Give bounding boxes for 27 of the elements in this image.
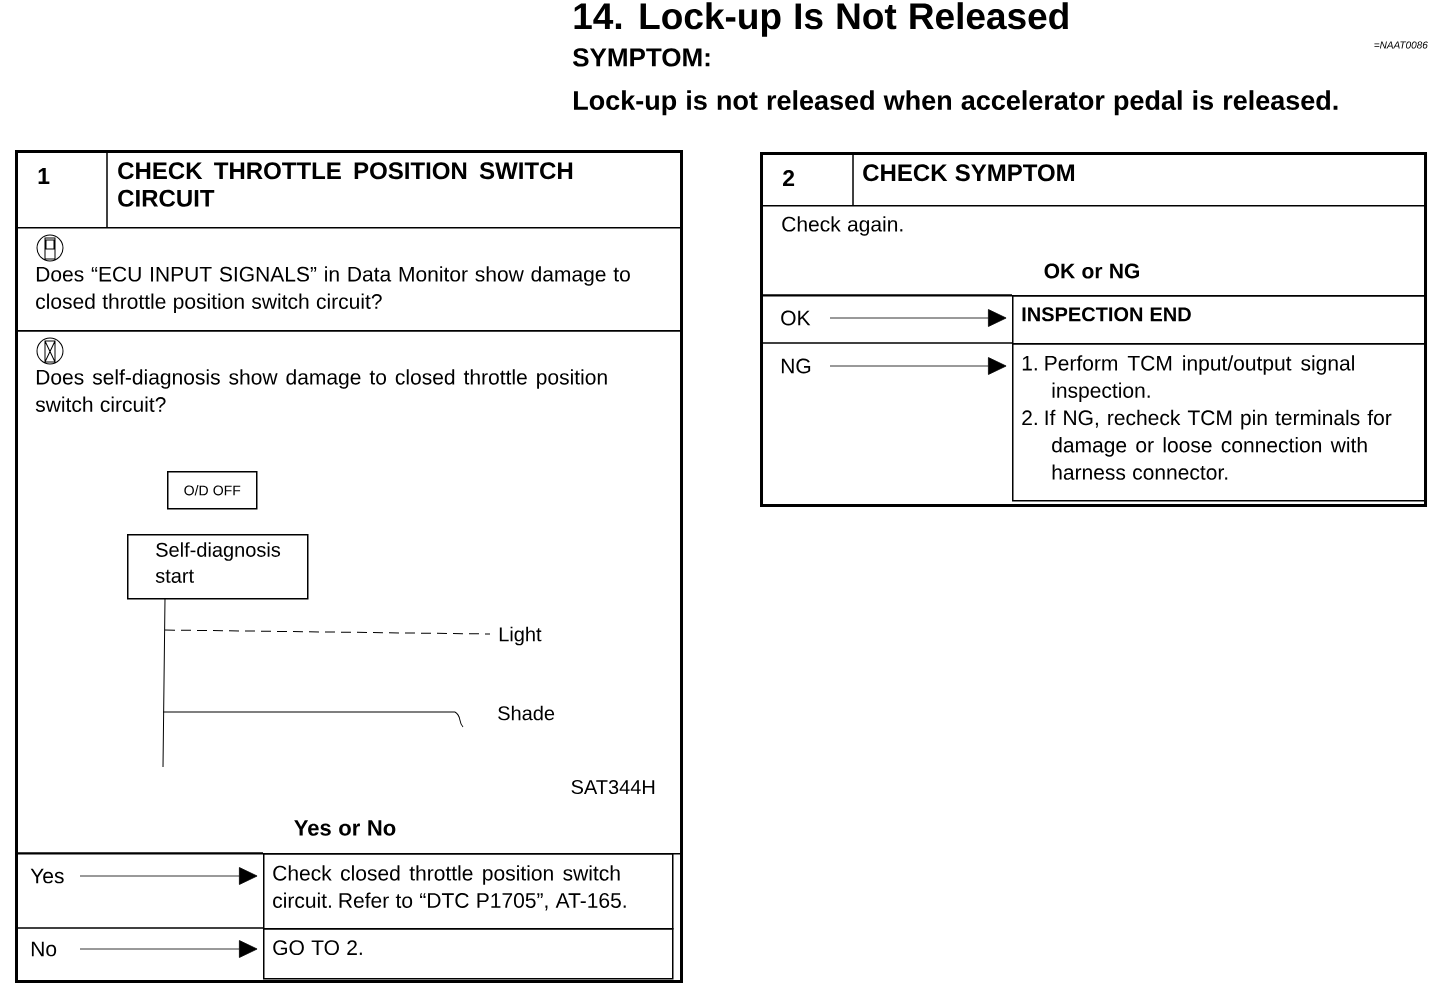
symptom-text: Lock-up is not released when accelerator pedal is released. <box>574 90 1338 116</box>
reference-code: =NAAT0086 <box>1374 41 1428 49</box>
arrow <box>79 867 258 885</box>
result-cell: GO TO 2. <box>263 928 674 980</box>
section-heading: SYMPTOM: <box>572 48 710 67</box>
answer-label: OK <box>781 310 811 326</box>
page-title: 14. Lock-up Is Not Released <box>574 2 1068 37</box>
step-number: 1 <box>38 168 50 184</box>
instruction-cell: Check again. OK or NG <box>760 205 1426 297</box>
step-heading: CHECK THROTTLE POSITION SWITCH CIRCUIT <box>118 162 573 207</box>
signal-label: Shade <box>498 705 555 721</box>
signal-label: Light <box>499 626 542 646</box>
step-number: 2 <box>783 169 795 187</box>
answer-label: No <box>31 941 57 957</box>
arrow <box>829 357 1007 375</box>
step-heading: CHECK SYMPTOM <box>863 164 1075 182</box>
answer-label: Yes <box>30 868 64 884</box>
indicator-box: O/D OFF <box>167 471 258 510</box>
figure-code: SAT344H <box>571 779 655 795</box>
arrow <box>79 940 258 958</box>
event-box: Self-diagnosis start <box>127 534 309 600</box>
question-cell: Does “ECU INPUT SIGNALS” in Data Monitor show damage to closed throttle position switch circuit? <box>15 227 682 332</box>
result-cell: 1. Perform TCM input/output signal inspection. 2. If NG, recheck TCM pin terminals for damage or loose connection with harness connector. <box>1012 343 1426 502</box>
arrow <box>829 309 1007 327</box>
answer-label: NG <box>781 358 811 374</box>
result-cell: INSPECTION END <box>1012 295 1426 345</box>
result-cell: Check closed throttle position switch circuit. Refer to “DTC P1705”, AT-165. <box>263 853 674 930</box>
